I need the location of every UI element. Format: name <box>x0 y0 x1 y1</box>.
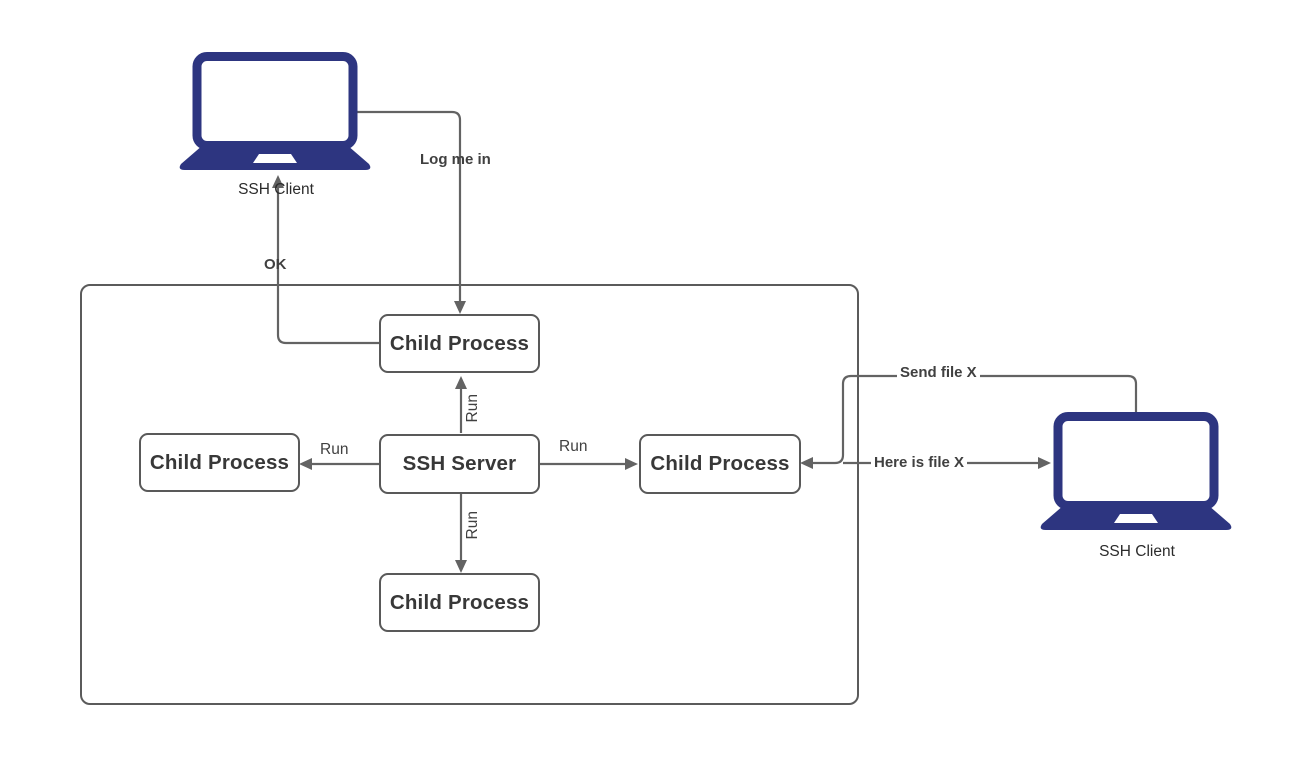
edge-run-up <box>455 376 467 433</box>
laptop-icon <box>179 52 371 170</box>
laptop-icon <box>1040 412 1232 530</box>
node-label: Child Process <box>650 452 790 475</box>
edge-run-right <box>538 458 638 470</box>
server-boundary-container <box>80 284 859 705</box>
node-label: Child Process <box>389 590 530 614</box>
node-child-process-left: Child Process <box>139 433 300 492</box>
node-child-process-right: Child Process <box>639 434 801 494</box>
node-label: SSH Server <box>402 452 517 475</box>
edge-send-file <box>800 374 1138 469</box>
edge-log-me-in <box>357 110 466 314</box>
edge-label-ok: OK <box>264 256 287 273</box>
edge-ok <box>272 175 379 345</box>
node-label: Child Process <box>149 450 290 474</box>
edge-run-left <box>299 458 379 470</box>
edge-label-run-down: Run <box>464 511 481 540</box>
edge-label-run-up: Run <box>464 394 481 423</box>
node-label: Child Process <box>389 331 530 355</box>
ssh-client-right-label: SSH Client <box>1099 543 1175 560</box>
ssh-client-left-label: SSH Client <box>238 181 314 198</box>
node-ssh-server: SSH Server <box>379 434 540 494</box>
edge-label-here-is-file: Here is file X <box>871 454 968 471</box>
edge-run-down <box>455 491 467 573</box>
node-child-process-bottom: Child Process <box>379 573 540 632</box>
edge-label-send-file: Send file X <box>897 364 980 381</box>
edge-label-run-left: Run <box>320 441 349 458</box>
node-child-process-top: Child Process <box>379 314 540 373</box>
edge-label-run-right: Run <box>559 438 588 455</box>
edge-label-log-me-in: Log me in <box>420 151 491 168</box>
